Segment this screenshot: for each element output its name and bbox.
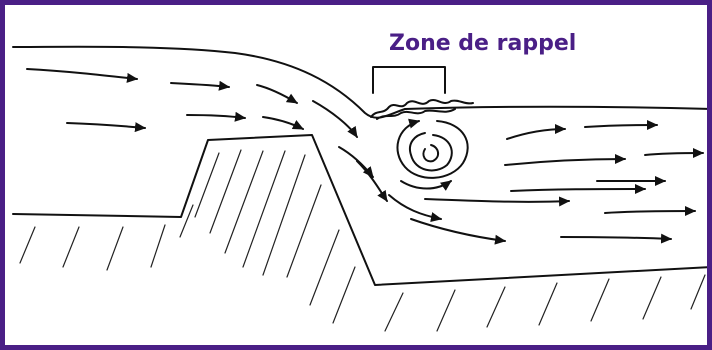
water-surface bbox=[12, 45, 707, 119]
zone-label: Zone de rappel bbox=[389, 31, 577, 56]
hydraulic-jump-sketch bbox=[12, 45, 707, 332]
zone-bracket bbox=[372, 66, 446, 94]
downstream-flow-arrows bbox=[356, 120, 704, 245]
riverbed-hatching bbox=[19, 149, 706, 332]
riverbed-outline bbox=[12, 134, 707, 286]
recirculation-eddy bbox=[396, 118, 469, 191]
foam-turbulence bbox=[370, 99, 474, 120]
